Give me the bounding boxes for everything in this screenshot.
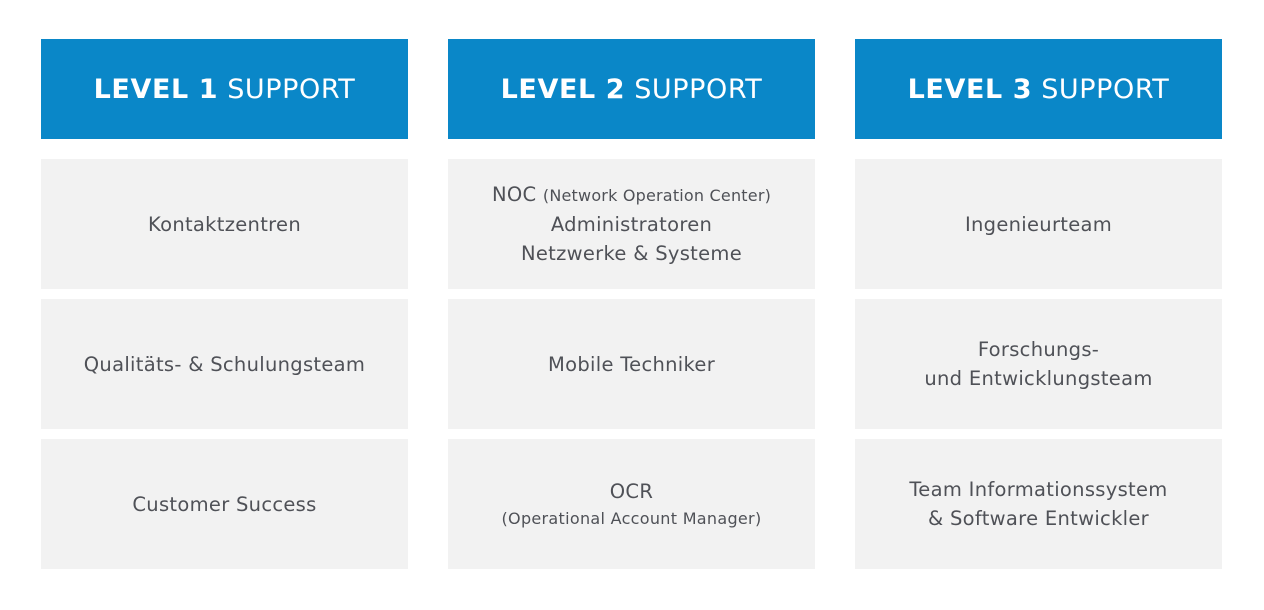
- level-1-support-label: SUPPORT: [227, 73, 356, 105]
- cell-text: Netzwerke & Systeme: [520, 242, 743, 265]
- level-1-label: LEVEL 1: [93, 73, 219, 105]
- level-2-header: LEVEL 2 SUPPORT: [448, 39, 815, 139]
- ocr-full-name: (Operational Account Manager): [501, 508, 762, 528]
- noc-full-name: (Network Operation Center): [542, 186, 772, 205]
- cell-text: Customer Success: [132, 492, 317, 516]
- ocr-label: OCR: [609, 479, 654, 503]
- cell-text: Ingenieurteam: [964, 212, 1113, 236]
- cell-text: Kontaktzentren: [147, 212, 302, 236]
- level-2-support-label: SUPPORT: [634, 73, 763, 105]
- level-1-header: LEVEL 1 SUPPORT: [41, 39, 408, 139]
- level-3-cell-engineering: Ingenieurteam: [855, 159, 1222, 289]
- level-3-cell-research-development: Forschungs- und Entwicklungsteam: [855, 299, 1222, 429]
- noc-label: NOC: [491, 183, 537, 206]
- cell-text: & Software Entwickler: [928, 507, 1149, 530]
- level-3-support-label: SUPPORT: [1041, 73, 1170, 105]
- level-3-cell-info-systems: Team Informationssystem & Software Entwi…: [855, 439, 1222, 569]
- level-2-label: LEVEL 2: [500, 73, 626, 105]
- level-2-cell-ocr: OCR (Operational Account Manager): [448, 439, 815, 569]
- cell-text: Forschungs-: [977, 338, 1100, 361]
- level-3-label: LEVEL 3: [907, 73, 1033, 105]
- cell-text: und Entwicklungsteam: [924, 367, 1153, 390]
- level-1-cell-customer-success: Customer Success: [41, 439, 408, 569]
- cell-text: Qualitäts- & Schulungsteam: [83, 352, 366, 376]
- level-2-cell-noc: NOC (Network Operation Center) Administr…: [448, 159, 815, 289]
- level-3-header: LEVEL 3 SUPPORT: [855, 39, 1222, 139]
- noc-line: NOC (Network Operation Center): [492, 180, 771, 210]
- cell-text: Administratoren: [550, 213, 713, 236]
- level-2-cell-mobile-technicians: Mobile Techniker: [448, 299, 815, 429]
- level-3-column: LEVEL 3 SUPPORT Ingenieurteam Forschungs…: [855, 39, 1222, 569]
- level-1-column: LEVEL 1 SUPPORT Kontaktzentren Qualitäts…: [41, 39, 408, 569]
- level-1-cell-quality-training: Qualitäts- & Schulungsteam: [41, 299, 408, 429]
- cell-text: Mobile Techniker: [547, 352, 716, 376]
- cell-text: Team Informationssystem: [909, 478, 1168, 501]
- level-2-column: LEVEL 2 SUPPORT NOC (Network Operation C…: [448, 39, 815, 569]
- level-1-cell-contact-centers: Kontaktzentren: [41, 159, 408, 289]
